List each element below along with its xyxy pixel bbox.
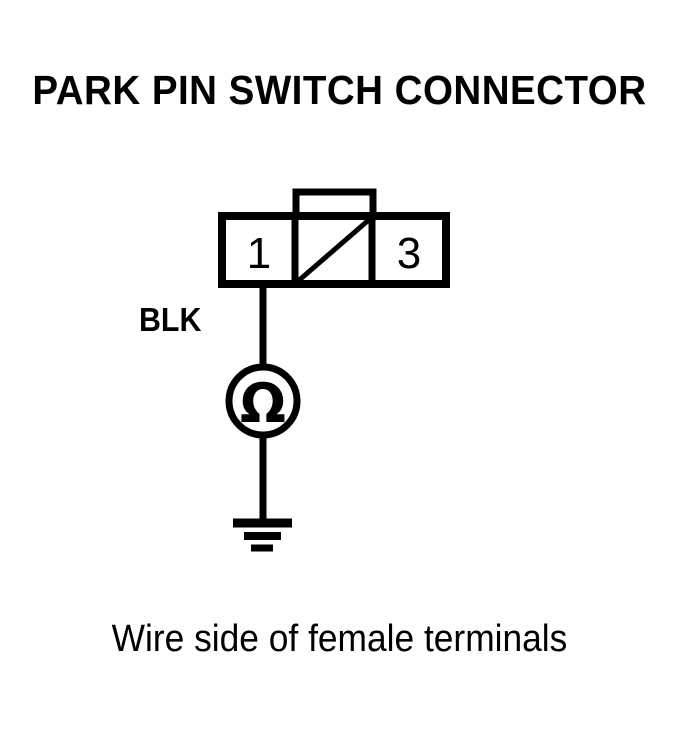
- ohmmeter-icon: Ω: [225, 363, 301, 439]
- wire-color-label-blk: BLK: [139, 301, 202, 338]
- omega-ohm-symbol: Ω: [240, 372, 286, 435]
- blocked-cavity-diagonal-icon: [295, 216, 373, 284]
- pin-number-3: 3: [397, 229, 421, 278]
- connector-block-icon: [218, 212, 450, 288]
- page-title: PARK PIN SWITCH CONNECTOR: [32, 67, 647, 113]
- pin-number-1: 1: [247, 229, 271, 278]
- diagram-caption: Wire side of female terminals: [111, 618, 568, 660]
- ground-symbol-icon: [233, 518, 292, 552]
